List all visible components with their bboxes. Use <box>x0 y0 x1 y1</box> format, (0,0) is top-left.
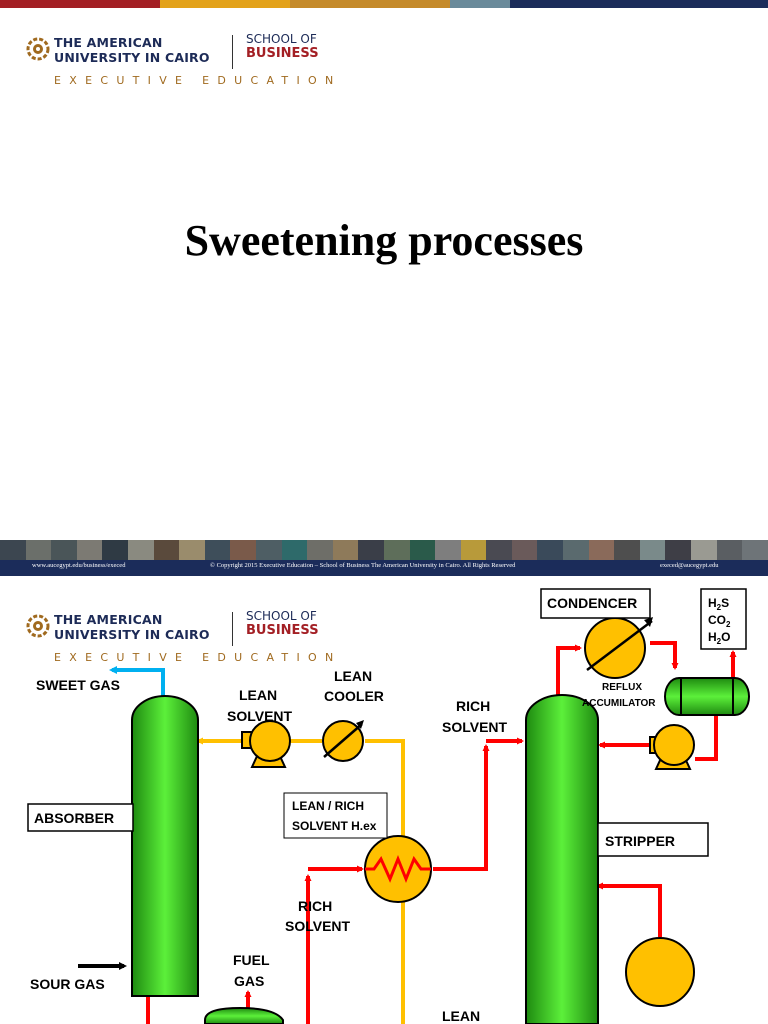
lean-bottom-label: LEAN <box>442 1008 480 1024</box>
reflux-label-1: REFLUX <box>602 682 642 693</box>
logo-tagline: EXECUTIVE EDUCATION <box>54 651 342 664</box>
footer-bar <box>0 560 768 576</box>
sweet-gas-label: SWEET GAS <box>36 677 120 693</box>
exchanger-label-box <box>283 792 388 839</box>
exchanger-label-2: SOLVENT H.ex <box>292 819 377 833</box>
rich-solvent-mid-label-1: RICH <box>298 898 332 914</box>
logo-divider <box>232 35 233 69</box>
fuel-gas-label-2: GAS <box>234 973 264 989</box>
condencer-icon <box>584 617 653 679</box>
overhead-line-to-condencer <box>556 644 582 696</box>
acid-gas-co2: CO2 <box>708 613 731 629</box>
reboiler-icon <box>625 937 695 1007</box>
logo-school-line2: BUSINESS <box>246 46 319 61</box>
rich-line-up-to-stripper <box>433 744 490 871</box>
reboiler-return-line <box>596 882 662 937</box>
auc-logo: THE AMERICAN UNIVERSITY IN CAIRO SCHOOL … <box>26 609 333 672</box>
logo-university-line1: THE AMERICAN <box>54 35 163 50</box>
process-diagram-slide: THE AMERICAN UNIVERSITY IN CAIRO SCHOOL … <box>0 584 768 1024</box>
rich-solvent-top-label-2: SOLVENT <box>442 719 508 735</box>
reflux-label-2: ACCUMILATOR <box>582 698 656 709</box>
lean-rich-heat-exchanger-icon <box>364 835 432 903</box>
lean-cooler-icon <box>322 720 364 762</box>
slide-title: Sweetening processes <box>184 216 584 265</box>
lean-cooler-label-1: LEAN <box>334 668 372 684</box>
reflux-line-to-pump <box>695 715 718 761</box>
absorber-column <box>131 695 199 997</box>
logo-school-line1: SCHOOL OF <box>246 32 317 46</box>
footer-email[interactable]: execed@aucegypt.edu <box>660 562 719 569</box>
condencer-label-box <box>540 588 651 619</box>
reflux-pump-icon <box>649 724 695 770</box>
flash-drum <box>204 1006 284 1024</box>
acid-gas-h2s: H2S <box>708 596 729 612</box>
logo-school-line1: SCHOOL OF <box>246 609 317 623</box>
rich-solvent-top-label-1: RICH <box>456 698 490 714</box>
logo-university-line2: UNIVERSITY IN CAIRO <box>54 627 210 642</box>
reflux-accumulator <box>664 677 750 716</box>
lean-solvent-label-1: LEAN <box>239 687 277 703</box>
lean-pump-icon <box>241 720 291 768</box>
footer-url[interactable]: www.aucegypt.edu/business/execed <box>32 562 126 569</box>
logo-school-line2: BUSINESS <box>246 623 319 638</box>
logo-university-line2: UNIVERSITY IN CAIRO <box>54 50 210 65</box>
acid-gas-label-box <box>700 588 747 650</box>
lean-cooler-label-2: COOLER <box>324 688 384 704</box>
logo-tagline: EXECUTIVE EDUCATION <box>54 74 342 87</box>
auc-emblem-icon <box>26 614 50 638</box>
stripper-label-box <box>597 822 709 857</box>
top-color-stripes <box>0 584 768 592</box>
absorber-label-box <box>27 803 134 832</box>
auc-emblem-icon <box>26 37 50 61</box>
sweet-gas-line <box>109 666 165 702</box>
auc-logo: THE AMERICAN UNIVERSITY IN CAIRO SCHOOL … <box>26 32 333 95</box>
title-slide: THE AMERICAN UNIVERSITY IN CAIRO SCHOOL … <box>0 0 768 576</box>
lean-line-to-cooler <box>365 739 405 836</box>
rich-solvent-lines <box>146 641 737 1024</box>
lean-solvent-lines <box>196 737 407 1024</box>
logo-divider <box>232 612 233 646</box>
sour-gas-label: SOUR GAS <box>30 976 105 992</box>
condencer-label: CONDENCER <box>547 595 637 611</box>
rich-solvent-mid-label-2: SOLVENT <box>285 918 351 934</box>
stripper-label: STRIPPER <box>605 833 675 849</box>
footer-copyright: © Copyright 2015 Executive Education – S… <box>210 562 516 569</box>
lean-solvent-label-2: SOLVENT <box>227 708 293 724</box>
stripper-column <box>525 694 599 1024</box>
fuel-gas-label-1: FUEL <box>233 952 270 968</box>
amine-sweetening-flow-diagram: CONDENCER H2S CO2 H2O REFLUX ACCUMILATOR… <box>27 588 750 1024</box>
acid-gas-h2o: H2O <box>708 630 730 646</box>
footer-photo-strip <box>0 540 768 560</box>
absorber-label: ABSORBER <box>34 810 114 826</box>
line-to-reflux <box>650 641 679 670</box>
exchanger-label-1: LEAN / RICH <box>292 799 364 813</box>
logo-university-line1: THE AMERICAN <box>54 612 163 627</box>
top-color-stripes <box>0 0 768 8</box>
